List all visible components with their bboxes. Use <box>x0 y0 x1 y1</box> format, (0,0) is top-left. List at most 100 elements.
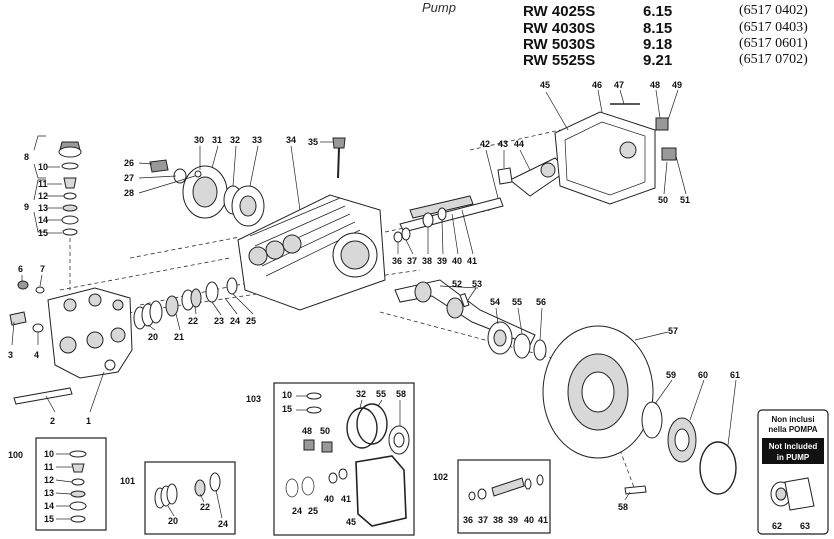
kit-102-item: 41 <box>538 515 548 525</box>
kit-102-item: 37 <box>478 515 488 525</box>
callout-7: 7 <box>40 264 45 274</box>
callout-1: 1 <box>86 416 91 426</box>
not-included-note: Non inclusi nella POMPA Not Included in … <box>757 409 829 535</box>
note-line1: Non inclusi <box>771 415 814 424</box>
kit-102-item: 39 <box>508 515 518 525</box>
kit-103-item: 25 <box>308 506 318 516</box>
callout-6: 6 <box>18 264 23 274</box>
kit-103-item: 55 <box>376 389 386 399</box>
kit-103-box <box>273 382 415 536</box>
callout-45: 45 <box>540 80 550 90</box>
model-row: RW 5525S 9.21 (6517 0702) <box>0 52 834 69</box>
header: Pump RW 4025S 6.15 (6517 0402) RW 4030S … <box>0 0 834 72</box>
kit-101-item: 20 <box>168 516 178 526</box>
callout-42: 42 <box>480 139 490 149</box>
oil-dipstick <box>332 137 346 179</box>
callout-40: 40 <box>452 256 462 266</box>
callout-3: 3 <box>8 350 13 360</box>
kit-100-item: 15 <box>44 514 54 524</box>
callout-55: 55 <box>512 297 522 307</box>
kit-103-title: 103 <box>246 394 261 404</box>
note-item: 62 <box>772 521 782 531</box>
plunger-assembly <box>393 157 569 243</box>
kit-101: 101 20 22 24 <box>120 461 236 535</box>
kit-102-item: 40 <box>524 515 534 525</box>
valve-stack <box>58 141 82 236</box>
rear-cover <box>554 103 677 205</box>
callout-38: 38 <box>422 256 432 266</box>
model-version: 9.21 <box>643 52 673 69</box>
callout-59: 59 <box>666 370 676 380</box>
model-name: RW 4025S <box>523 3 596 20</box>
stud-bolt <box>13 387 73 405</box>
callout-13: 13 <box>38 203 48 213</box>
kit-103-item: 48 <box>302 426 312 436</box>
leader-lines <box>11 89 737 501</box>
callout-39: 39 <box>437 256 447 266</box>
callout-labels: 8 10 11 9 12 13 14 15 6 7 3 4 2 1 20 21 … <box>8 80 740 512</box>
model-name: RW 4030S <box>523 20 596 37</box>
model-name: RW 5525S <box>523 52 596 69</box>
callout-50: 50 <box>658 195 668 205</box>
model-code: (6517 0601) <box>739 36 808 51</box>
callout-2: 2 <box>50 416 55 426</box>
callout-15: 15 <box>38 228 48 238</box>
pump-label: Pump <box>422 0 456 15</box>
bearing-housing <box>542 325 737 495</box>
callout-60: 60 <box>698 370 708 380</box>
kit-100-title: 100 <box>8 450 23 460</box>
callout-12: 12 <box>38 191 48 201</box>
callout-26: 26 <box>124 158 134 168</box>
callout-27: 27 <box>124 173 134 183</box>
callout-4: 4 <box>34 350 39 360</box>
callout-11: 11 <box>38 179 48 189</box>
bearing-cover <box>182 165 265 227</box>
kit-101-item: 24 <box>218 519 228 529</box>
kit-103-item: 50 <box>320 426 330 436</box>
callout-37: 37 <box>407 256 417 266</box>
kit-103: 103 10 15 32 55 58 48 50 24 25 40 41 45 <box>246 382 415 536</box>
model-row: RW 4025S 6.15 (6517 0402) <box>0 3 834 20</box>
callout-34: 34 <box>286 135 296 145</box>
callout-61: 61 <box>730 370 740 380</box>
callout-20: 20 <box>148 332 158 342</box>
callout-56: 56 <box>536 297 546 307</box>
callout-9: 9 <box>24 202 29 212</box>
kit-100-item: 12 <box>44 475 54 485</box>
callout-53: 53 <box>472 279 482 289</box>
note-item: 63 <box>800 521 810 531</box>
callout-43: 43 <box>498 139 508 149</box>
kit-100-item: 14 <box>44 501 54 511</box>
callout-31: 31 <box>212 135 222 145</box>
model-row: RW 4030S 8.15 (6517 0403) <box>0 20 834 37</box>
callout-47: 47 <box>614 80 624 90</box>
kit-102-title: 102 <box>433 472 448 482</box>
callout-14: 14 <box>38 215 48 225</box>
callout-25: 25 <box>246 316 256 326</box>
model-code: (6517 0403) <box>739 20 808 35</box>
kit-100-item: 13 <box>44 488 54 498</box>
callout-10: 10 <box>38 162 48 172</box>
note-line2: nella POMPA <box>768 425 817 434</box>
kit-103-item: 58 <box>396 389 406 399</box>
callout-58: 58 <box>618 502 628 512</box>
packing-seals <box>133 277 238 330</box>
callout-41: 41 <box>467 256 477 266</box>
kit-103-item: 24 <box>292 506 302 516</box>
kit-102-item: 38 <box>493 515 503 525</box>
callout-57: 57 <box>668 326 678 336</box>
callout-36: 36 <box>392 256 402 266</box>
callout-22: 22 <box>188 316 198 326</box>
kit-103-item: 32 <box>356 389 366 399</box>
crankshaft <box>394 279 547 361</box>
note-line4: in PUMP <box>777 453 810 462</box>
callout-49: 49 <box>672 80 682 90</box>
callout-33: 33 <box>252 135 262 145</box>
kit-101-item: 22 <box>200 502 210 512</box>
kit-103-item: 45 <box>346 517 356 527</box>
kit-103-item: 41 <box>341 494 351 504</box>
model-code: (6517 0702) <box>739 52 808 67</box>
drain-plugs <box>9 280 45 333</box>
callout-30: 30 <box>194 135 204 145</box>
kit-102: 102 36 37 38 39 40 41 <box>433 459 551 534</box>
